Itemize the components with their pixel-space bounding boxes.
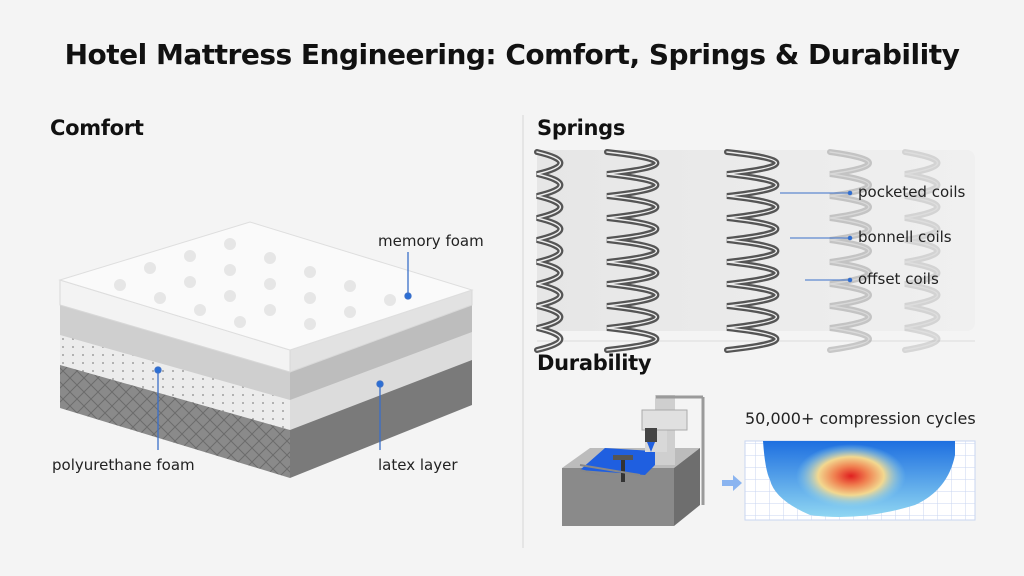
durability-heading: Durability [537,351,652,375]
memory-foam-label: memory foam [378,232,484,250]
pressure-heatmap [744,440,976,521]
coil-spring [902,149,941,353]
polyurethane-foam-label: polyurethane foam [52,456,195,474]
latex-layer-label: latex layer [378,456,458,474]
compression-cycles-caption: 50,000+ compression cycles [745,409,976,428]
coil-spring [536,151,561,351]
page-title: Hotel Mattress Engineering: Comfort, Spr… [64,38,960,71]
mattress-layers-illustration [58,221,474,478]
coil-spring [904,151,939,351]
coil-spring [726,151,778,351]
coil-springs [534,149,941,353]
springs-leader-lines [780,190,853,283]
springs-photo [537,150,975,331]
springs-heading: Springs [537,116,626,140]
arrow-icon [722,475,742,491]
offset-coils-label: offset coils [858,270,939,288]
compression-test-machine [562,395,705,526]
bonnell-coils-label: bonnell coils [858,228,952,246]
coil-spring [606,151,658,351]
comfort-heading: Comfort [50,116,144,140]
coil-spring [829,151,870,351]
comfort-leader-lines [154,252,412,450]
pocketed-coils-label: pocketed coils [858,183,966,201]
